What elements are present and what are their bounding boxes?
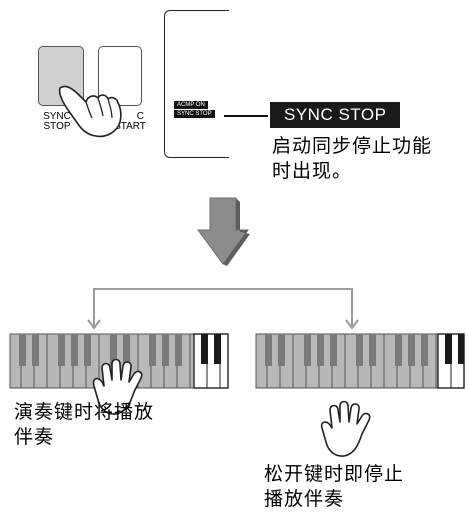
left-caption: 演奏键时将播放 伴奏 (14, 401, 155, 448)
button-panel: SYNC STOP C START (30, 38, 150, 143)
keyboard-right (254, 332, 466, 390)
sync-stop-badge: SYNC STOP (270, 102, 401, 128)
display-caption: 启动同步停止功能 时出现。 (272, 135, 433, 182)
pointing-hand-icon (58, 85, 122, 138)
indicator-connector (224, 115, 268, 117)
pressing-hand-icon (92, 358, 143, 415)
keyboard-left (8, 332, 230, 390)
lcd-display-frame (164, 10, 229, 158)
sync-stop-indicator: SYNC STOP (174, 110, 215, 118)
open-hand-icon (320, 400, 371, 457)
down-arrow-icon (197, 197, 250, 266)
branch-connector (87, 288, 359, 330)
sync-stop-label: SYNC STOP (43, 111, 71, 132)
acmp-on-indicator: ACMP ON (174, 101, 208, 109)
sync-start-label: C START (114, 111, 146, 132)
right-caption: 松开键时即停止 播放伴奏 (264, 463, 405, 510)
